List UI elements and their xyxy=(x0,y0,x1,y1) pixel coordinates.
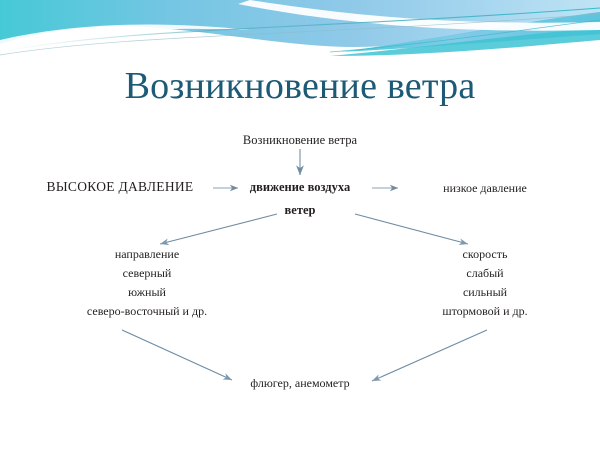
node-subtitle: Возникновение ветра xyxy=(242,133,358,147)
branch-speed-item: сильный xyxy=(462,285,508,299)
branch-speed-item: слабый xyxy=(466,266,504,280)
arrow-wind-to-direction xyxy=(159,213,278,246)
node-low-pressure: низкое давление xyxy=(443,181,527,195)
branch-speed-item: штормовой и др. xyxy=(442,304,528,318)
branch-direction-item: южный xyxy=(128,285,166,299)
branch-speed-heading: скорость xyxy=(462,247,508,261)
node-wind: ветер xyxy=(284,203,316,217)
branch-direction: направление северный южный северо-восточ… xyxy=(32,245,262,321)
arrow-speed-to-instruments xyxy=(371,329,488,382)
node-air-movement: движение воздуха xyxy=(249,180,351,194)
node-high-pressure: ВЫСОКОЕ ДАВЛЕНИЕ xyxy=(46,179,194,194)
arrow-wind-to-speed xyxy=(354,213,469,246)
branch-direction-item: северный xyxy=(122,266,172,280)
branch-direction-item: северо-восточный и др. xyxy=(86,304,208,318)
slide-title: Возникновение ветра xyxy=(124,65,476,107)
arrow-direction-to-instruments xyxy=(121,329,233,381)
branch-direction-heading: направление xyxy=(114,247,180,261)
node-instruments: флюгер, анемометр xyxy=(250,376,350,390)
branch-speed: скорость слабый сильный штормовой и др. xyxy=(370,245,600,321)
